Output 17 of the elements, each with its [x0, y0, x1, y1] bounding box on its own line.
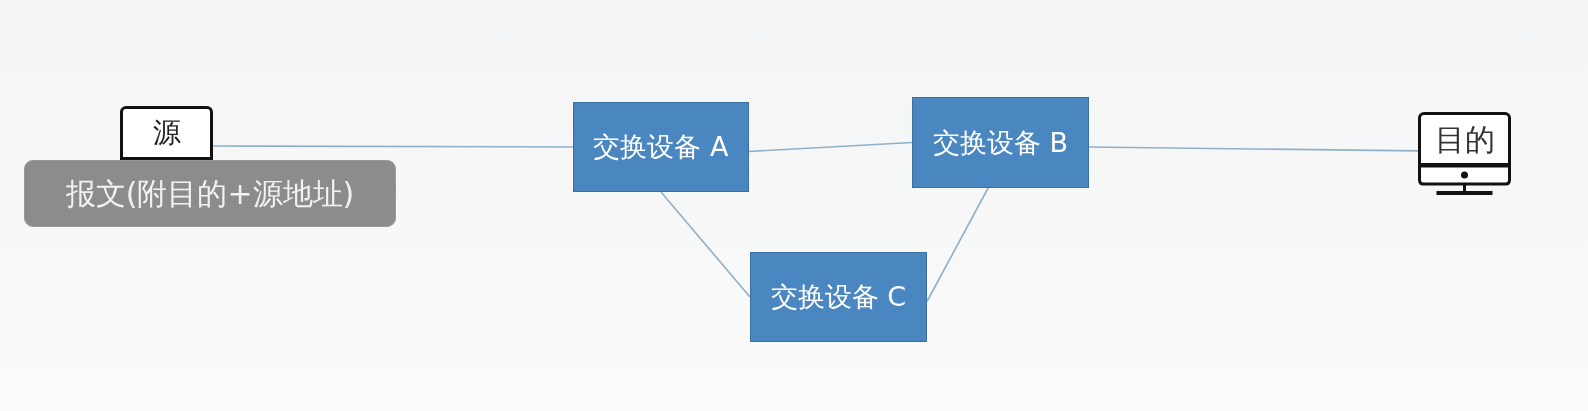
message-box [24, 160, 396, 227]
connector-line [212, 145, 574, 148]
node-label: 目的 [1434, 120, 1495, 159]
node-label: 交换设备 B [931, 125, 1070, 160]
switch-box [912, 97, 1089, 188]
computer-screen [120, 106, 213, 160]
node-label: 源 [152, 114, 181, 151]
switch-box [750, 252, 927, 342]
node-label: 报文(附目的+源地址) [65, 175, 355, 213]
connector-line [748, 141, 913, 153]
connector-line [1088, 146, 1419, 152]
node-label: 交换设备 A [592, 130, 730, 165]
node-label: 交换设备 C [769, 280, 908, 315]
connector-line [926, 187, 989, 303]
connector-line [660, 191, 751, 298]
switch-box [573, 102, 749, 192]
computer-screen [1418, 112, 1511, 166]
